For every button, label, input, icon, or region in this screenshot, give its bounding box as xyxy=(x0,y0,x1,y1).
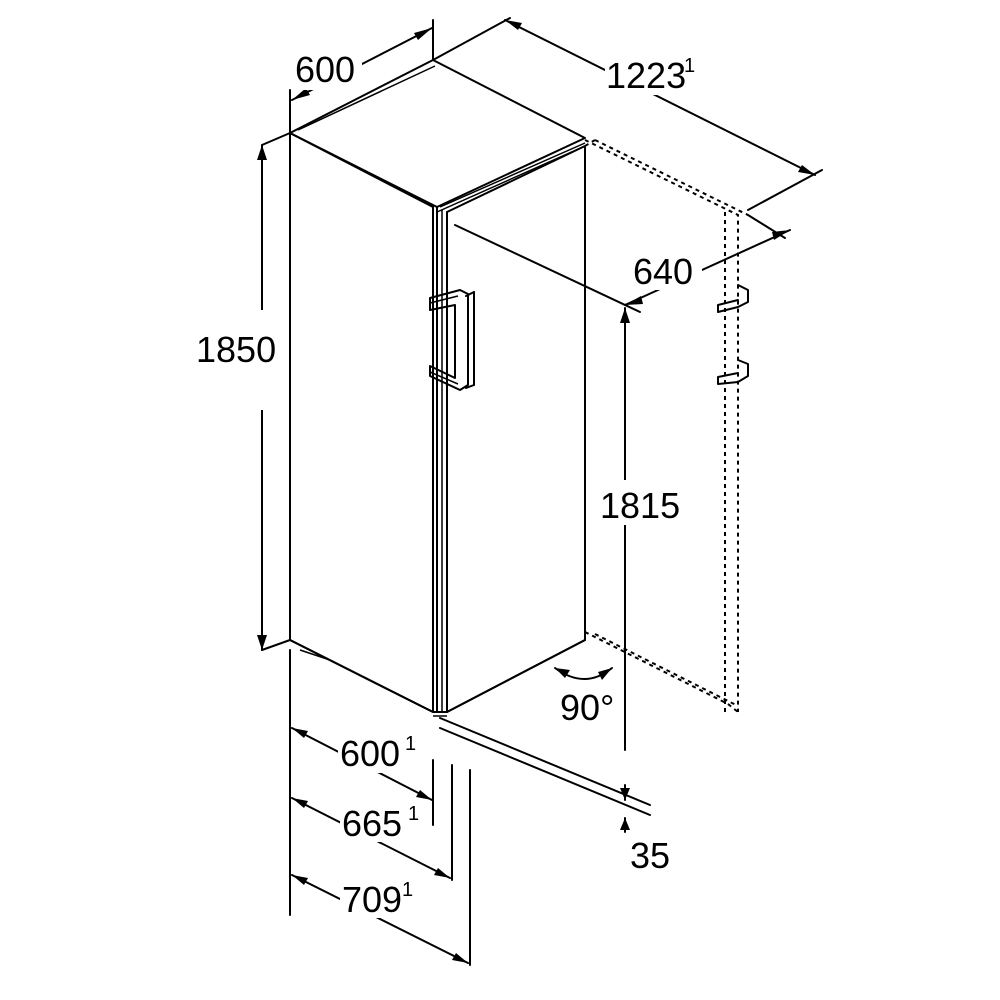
label-depth: 665 xyxy=(342,803,402,844)
dim-floor-gap: 35 xyxy=(439,717,670,876)
label-total-depth: 1223 xyxy=(606,55,686,96)
top-door-edge xyxy=(439,142,586,208)
cabinet-top-face xyxy=(289,59,586,208)
label-top-width: 600 xyxy=(295,49,355,90)
label-depth-note: 1 xyxy=(408,803,419,825)
dim-door-angle: 90° xyxy=(554,667,614,728)
label-bottom-width-note: 1 xyxy=(405,733,416,755)
label-floor-gap: 35 xyxy=(630,835,670,876)
label-door-angle: 90° xyxy=(560,687,614,728)
foot-detail xyxy=(299,649,331,661)
dim-bottom-width: 600 1 xyxy=(291,727,433,801)
label-inner-height: 1815 xyxy=(600,485,680,526)
open-door-handle-bottom xyxy=(717,359,749,385)
label-total-depth-note: 1 xyxy=(684,55,695,77)
label-depth-with-handle-note: 1 xyxy=(402,879,413,901)
dim-depth: 665 1 xyxy=(291,797,451,879)
dim-total-depth: 1223 1 xyxy=(432,17,823,211)
door-handle xyxy=(429,289,475,391)
dim-bottom-reference-lines xyxy=(289,649,471,966)
open-door-outline xyxy=(584,139,749,713)
label-bottom-width: 600 xyxy=(340,733,400,774)
dim-inner-height: 1815 xyxy=(600,307,688,751)
door-bottom-edge xyxy=(446,639,586,713)
open-door-handle-top xyxy=(717,284,749,313)
cabinet-side-face xyxy=(289,132,434,713)
label-height: 1850 xyxy=(196,329,276,370)
dim-height: 1850 xyxy=(196,132,291,651)
dim-top-width: 600 xyxy=(289,19,434,134)
dim-door-depth: 640 xyxy=(454,214,791,313)
cabinet-bottom-edge xyxy=(289,639,448,713)
label-depth-with-handle: 709 xyxy=(342,879,402,920)
fridge-body xyxy=(289,59,586,717)
top-edge-detail xyxy=(297,65,436,131)
dim-depth-with-handle: 709 1 xyxy=(291,874,469,964)
label-door-depth: 640 xyxy=(633,251,693,292)
